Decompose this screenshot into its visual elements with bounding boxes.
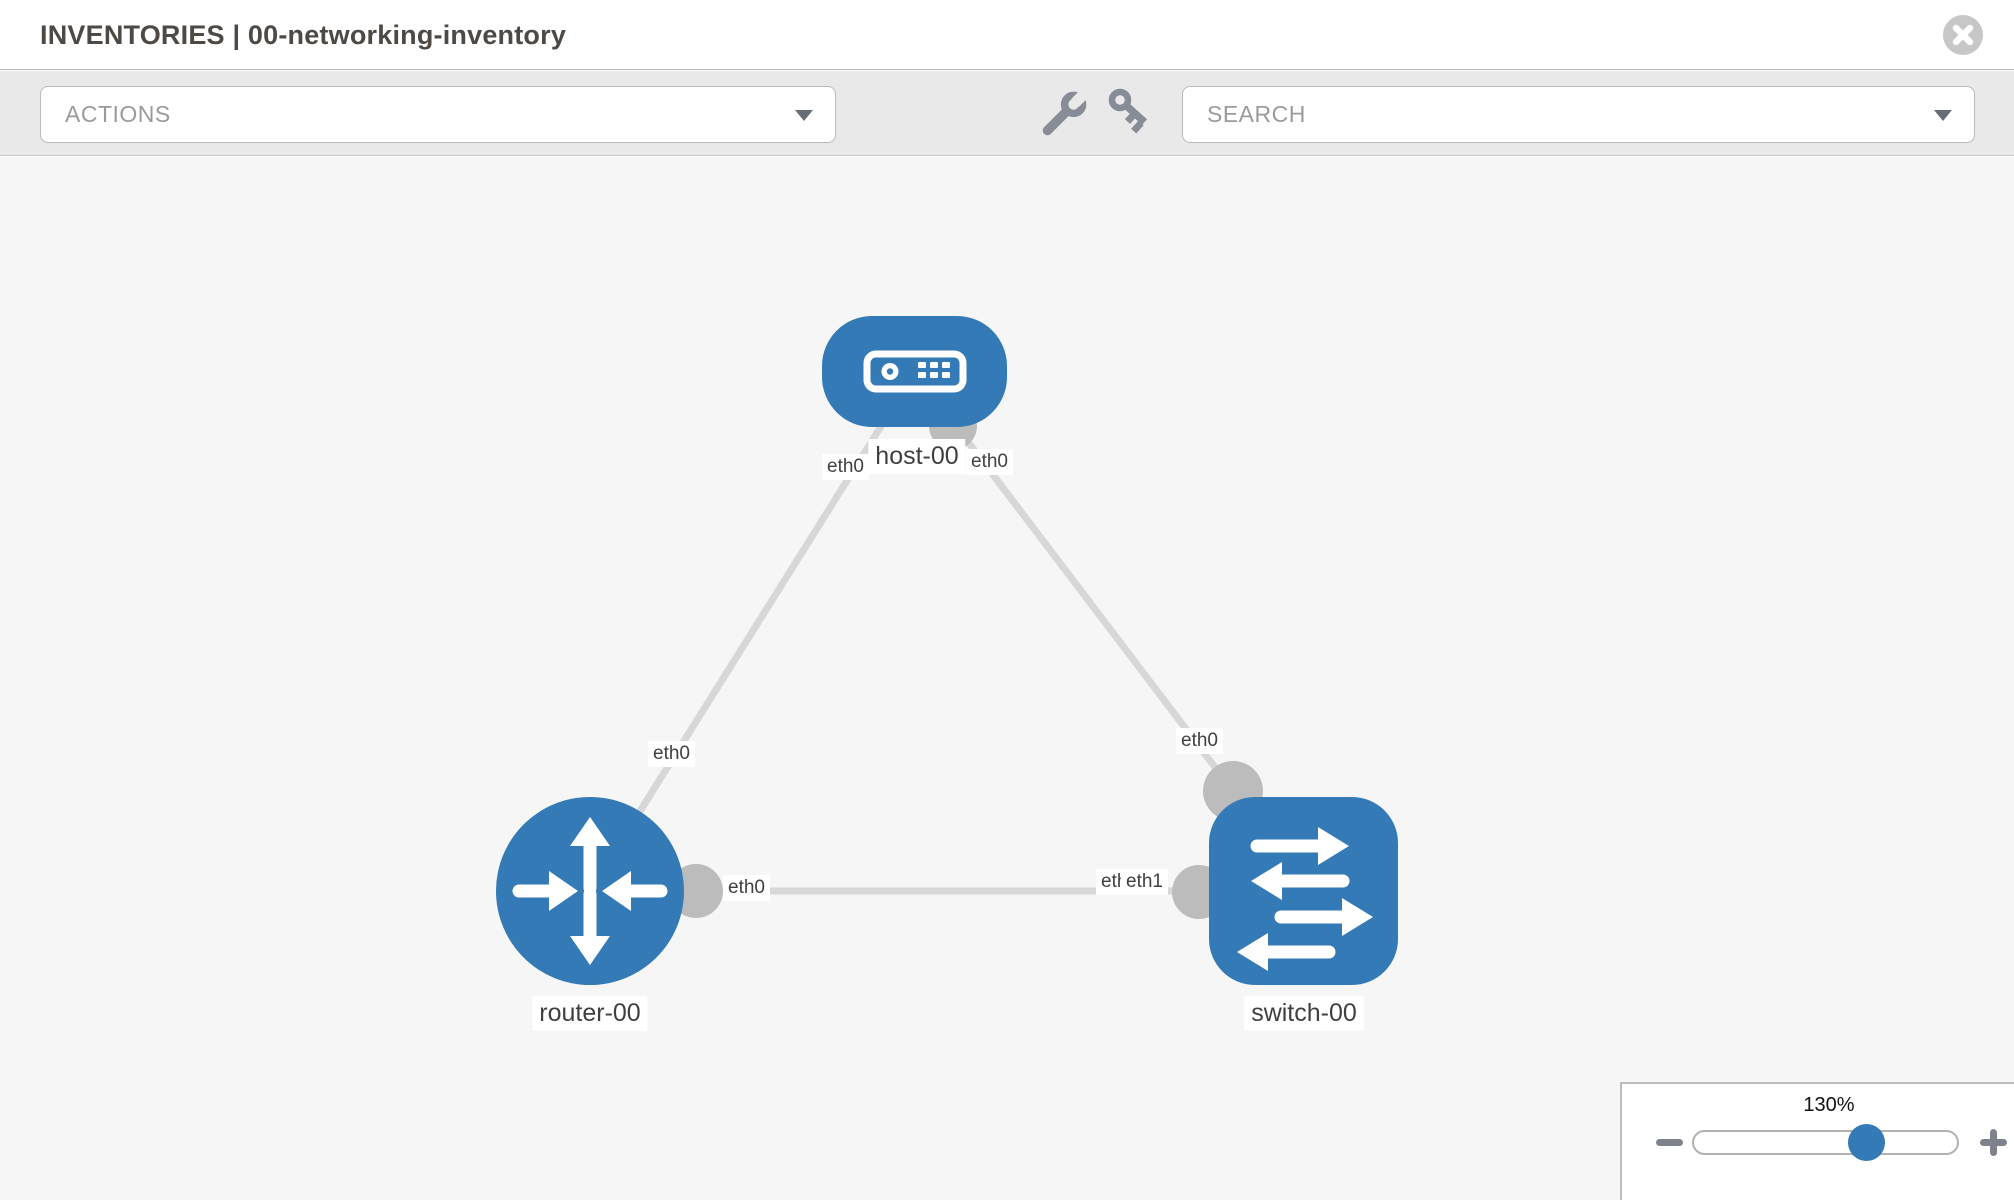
switch-icon: [1237, 827, 1373, 971]
credentials-button[interactable]: [1102, 85, 1160, 143]
server-icon: [863, 350, 967, 393]
interface-label-host-to-router: eth0: [822, 454, 869, 480]
wrench-icon: [1042, 89, 1089, 136]
plus-icon: [1990, 1129, 1997, 1156]
zoom-slider-track[interactable]: [1692, 1130, 1959, 1155]
node-router-00[interactable]: [496, 797, 684, 985]
chevron-down-icon: [1934, 109, 1952, 121]
zoom-in-button[interactable]: [1980, 1129, 2007, 1156]
zoom-slider-thumb[interactable]: [1848, 1124, 1885, 1161]
interface-label-router-to-switch: eth0: [723, 875, 770, 901]
interface-label-switch-to-host: eth0: [1176, 728, 1223, 754]
configure-tools-button[interactable]: [1034, 85, 1092, 143]
node-label-host: host-00: [868, 439, 966, 474]
close-button[interactable]: [1942, 14, 1984, 56]
node-label-router: router-00: [532, 996, 648, 1031]
search-dropdown[interactable]: SEARCH: [1182, 86, 1975, 143]
interface-dots: [669, 402, 1263, 919]
zoom-control-panel: 130%: [1620, 1082, 2014, 1200]
zoom-out-button[interactable]: [1656, 1139, 1683, 1146]
router-icon: [512, 817, 668, 965]
node-label-switch: switch-00: [1244, 996, 1364, 1031]
toolbar: ACTIONS SEARC: [0, 71, 2014, 156]
node-switch-00[interactable]: [1209, 797, 1398, 985]
interface-label-switch-eth1: eth1: [1121, 869, 1168, 895]
close-icon: [1943, 15, 1983, 55]
interface-label-router-to-host: eth0: [648, 741, 695, 767]
zoom-level-value: 130%: [1803, 1094, 1855, 1116]
interface-label-host-to-switch: eth0: [966, 449, 1013, 475]
actions-dropdown-label: ACTIONS: [65, 101, 171, 127]
search-placeholder: SEARCH: [1207, 101, 1306, 127]
key-icon: [1108, 88, 1148, 134]
topology-canvas[interactable]: host-00 router-00 switch-00 eth0 eth0 et…: [0, 157, 2014, 1200]
actions-dropdown[interactable]: ACTIONS: [40, 86, 836, 143]
header: INVENTORIES | 00-networking-inventory: [0, 0, 2014, 70]
page-title: INVENTORIES | 00-networking-inventory: [40, 20, 567, 50]
node-host-00[interactable]: [822, 316, 1007, 427]
chevron-down-icon: [795, 109, 813, 121]
